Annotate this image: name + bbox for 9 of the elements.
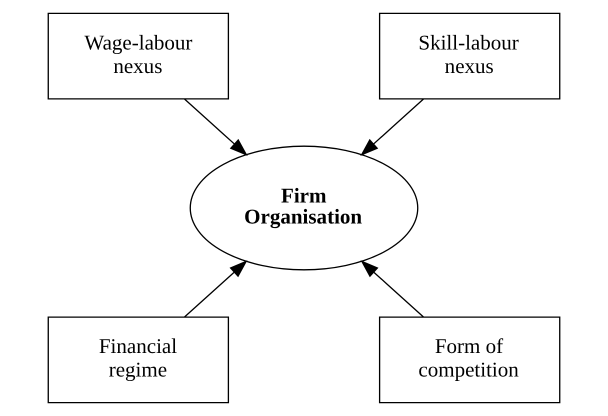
node-box: Skill-labour nexus xyxy=(378,12,560,100)
arrow xyxy=(184,98,248,156)
arrow xyxy=(360,98,424,156)
node-box: Financial regime xyxy=(48,316,230,404)
node-box: Wage-labour nexus xyxy=(48,12,230,100)
arrow xyxy=(360,260,424,318)
node-ellipse: Firm Organisation xyxy=(190,146,418,270)
node-box: Form of competition xyxy=(378,316,560,404)
arrow xyxy=(184,260,248,318)
